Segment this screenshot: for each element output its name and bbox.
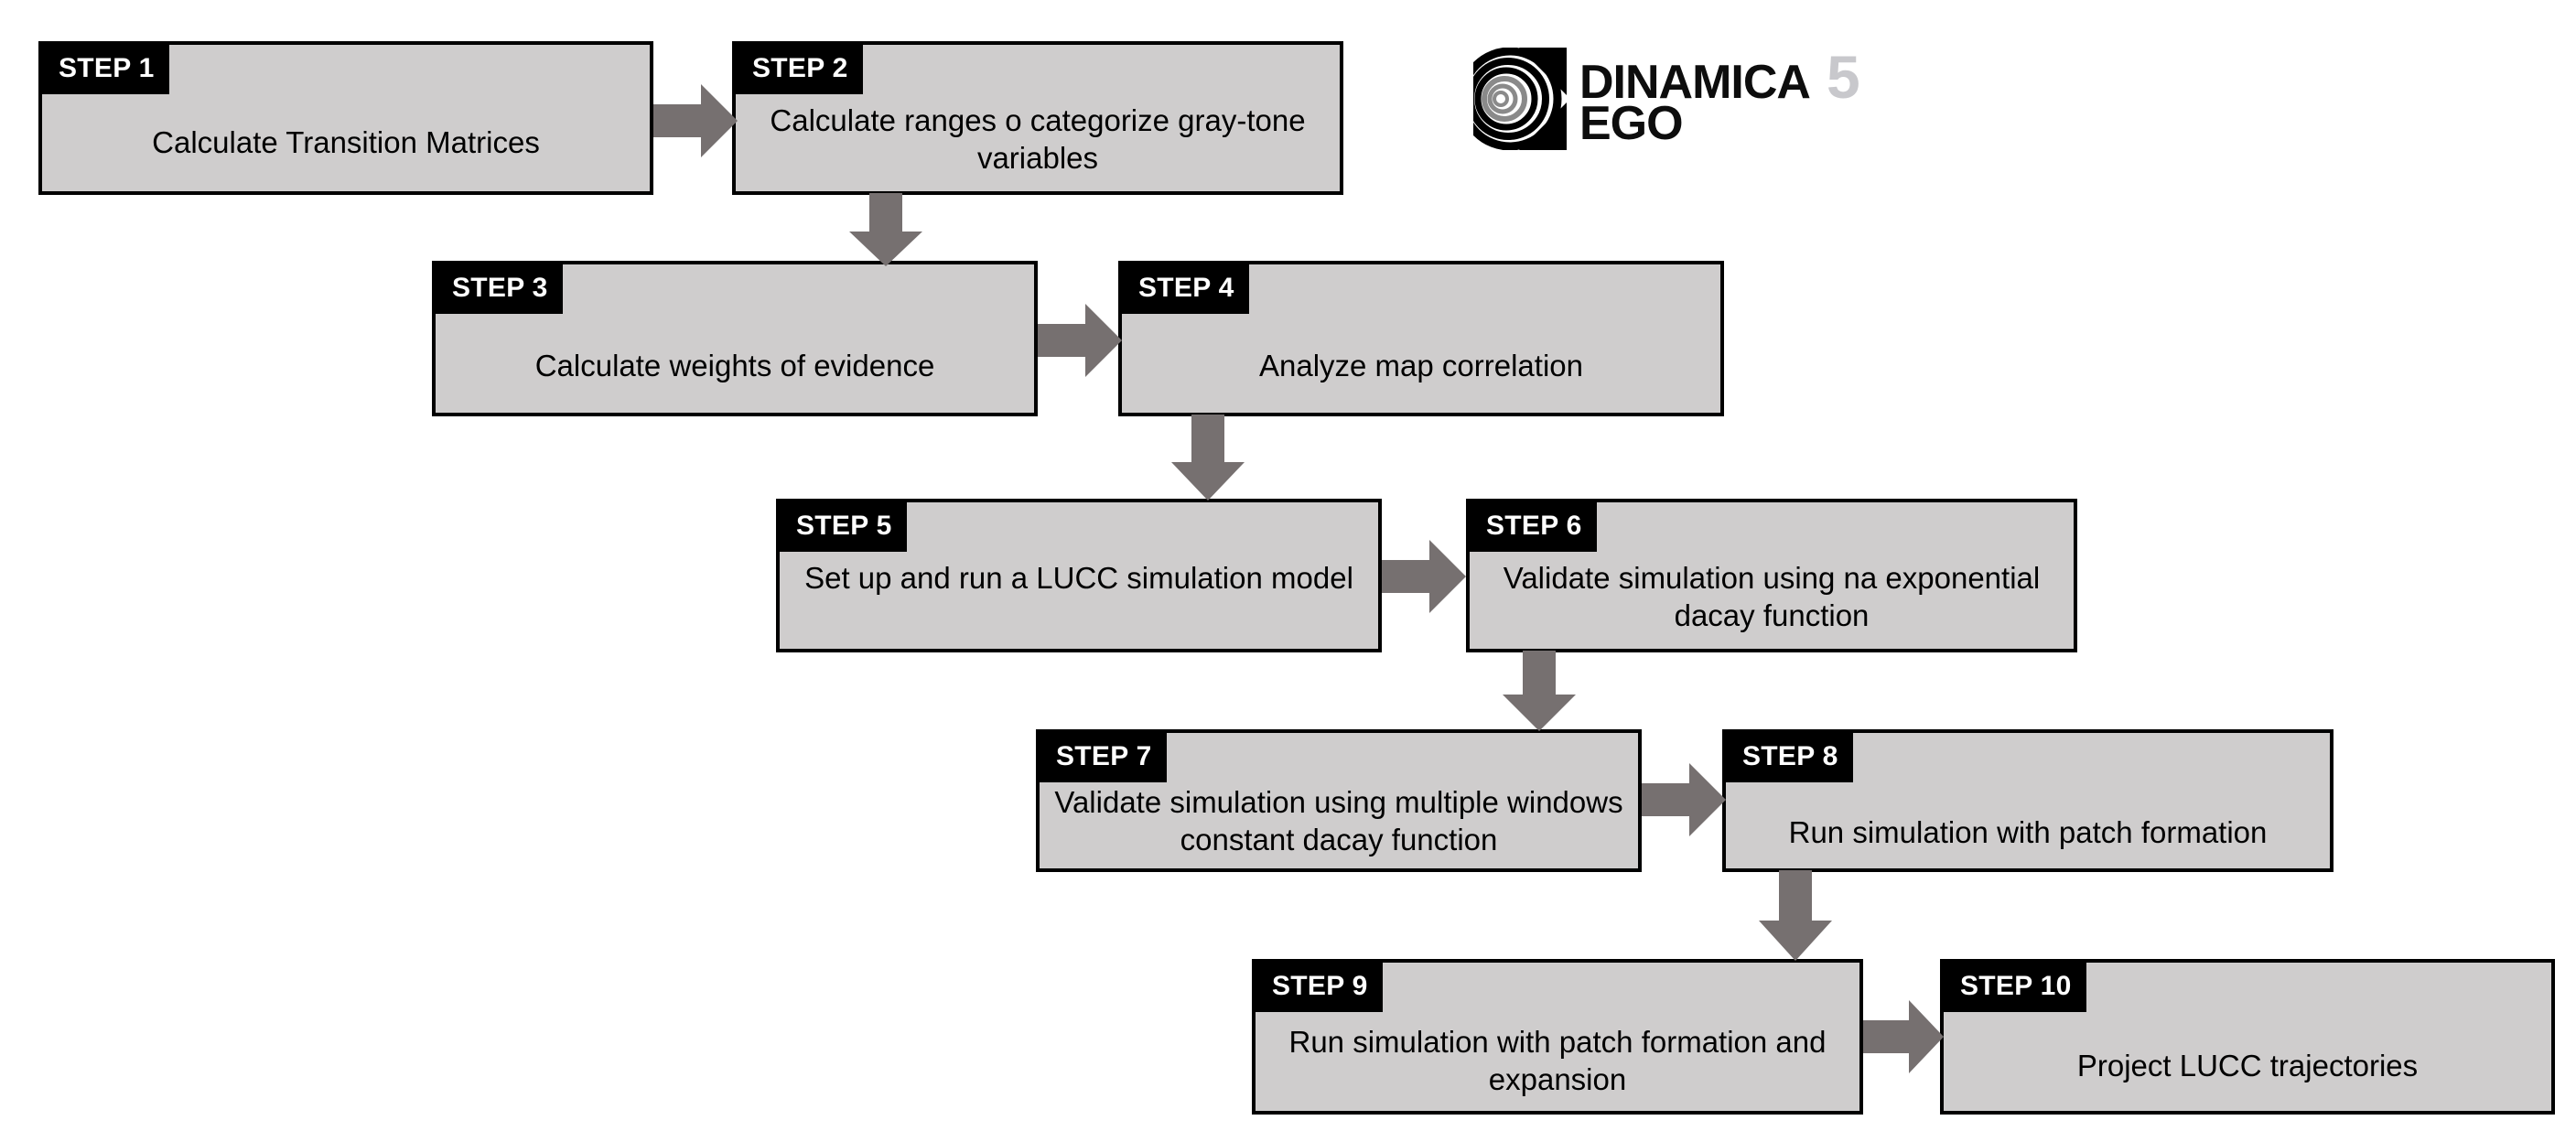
step-box-7[interactable]: STEP 7 Validate simulation using multipl… xyxy=(1036,729,1642,872)
step-tab-10: STEP 10 xyxy=(1944,963,2086,1012)
step-label-5: Set up and run a LUCC simulation model xyxy=(804,561,1353,595)
step-tab-8: STEP 8 xyxy=(1726,733,1853,782)
step-label-4: Analyze map correlation xyxy=(1258,349,1583,382)
step-label-10: Project LUCC trajectories xyxy=(2076,1049,2419,1083)
step-label-1: Calculate Transition Matrices xyxy=(152,125,540,159)
step-label-7: Validate simulation using multiple windo… xyxy=(1054,785,1623,857)
step-tab-5: STEP 5 xyxy=(780,502,907,552)
step-box-1[interactable]: STEP 1 Calculate Transition Matrices xyxy=(38,41,653,195)
step-label-6: Validate simulation using na exponential… xyxy=(1503,561,2041,633)
step-label-8: Run simulation with patch formation xyxy=(1788,815,2268,849)
arrow-step3-to-step4 xyxy=(1038,302,1122,379)
step-tab-6: STEP 6 xyxy=(1470,502,1597,552)
logo-primary-text: DINAMICA xyxy=(1579,56,1811,110)
dinamica-ego-logo: DINAMICA 5 EGO xyxy=(1458,43,1860,151)
arrow-step2-to-step3 xyxy=(847,193,924,266)
step-box-8[interactable]: STEP 8 Run simulation with patch formati… xyxy=(1722,729,2333,872)
step-box-4[interactable]: STEP 4 Analyze map correlation xyxy=(1118,261,1724,416)
step-tab-9: STEP 9 xyxy=(1256,963,1383,1012)
step-box-5[interactable]: STEP 5 Set up and run a LUCC simulation … xyxy=(776,499,1382,652)
step-tab-4: STEP 4 xyxy=(1122,264,1249,314)
step-box-3[interactable]: STEP 3 Calculate weights of evidence xyxy=(432,261,1038,416)
arrow-step5-to-step6 xyxy=(1382,538,1466,615)
arrow-step8-to-step9 xyxy=(1757,870,1834,961)
arrow-step7-to-step8 xyxy=(1642,761,1726,838)
step-tab-3: STEP 3 xyxy=(436,264,563,314)
arrow-step4-to-step5 xyxy=(1169,415,1246,501)
step-box-9[interactable]: STEP 9 Run simulation with patch formati… xyxy=(1252,959,1863,1115)
step-tab-1: STEP 1 xyxy=(42,45,169,94)
logo-version-number: 5 xyxy=(1826,43,1860,112)
logo-wordmark: DINAMICA 5 EGO xyxy=(1579,43,1860,150)
step-box-2[interactable]: STEP 2 Calculate ranges o categorize gra… xyxy=(732,41,1343,195)
arrow-step9-to-step10 xyxy=(1863,998,1944,1075)
step-label-2: Calculate ranges o categorize gray-tone … xyxy=(770,103,1306,176)
arrow-step6-to-step7 xyxy=(1501,651,1578,731)
dinamica-spiral-icon xyxy=(1458,47,1567,151)
logo-secondary-text: EGO xyxy=(1579,97,1684,150)
step-box-10[interactable]: STEP 10 Project LUCC trajectories xyxy=(1940,959,2555,1115)
step-tab-2: STEP 2 xyxy=(736,45,863,94)
step-label-9: Run simulation with patch formation and … xyxy=(1288,1025,1827,1097)
step-box-6[interactable]: STEP 6 Validate simulation using na expo… xyxy=(1466,499,2077,652)
step-tab-7: STEP 7 xyxy=(1040,733,1167,782)
arrow-step1-to-step2 xyxy=(653,82,738,159)
step-label-3: Calculate weights of evidence xyxy=(534,349,935,382)
